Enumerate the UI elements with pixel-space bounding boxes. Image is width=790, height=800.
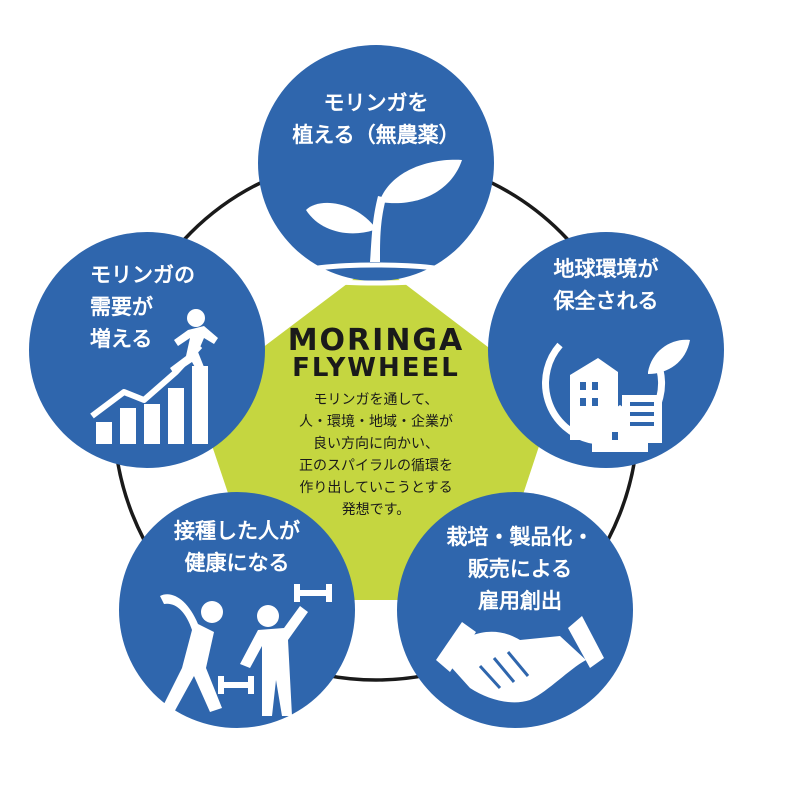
center-body-line: 作り出していこうとする (299, 480, 452, 496)
node-demand: モリンガの 需要が 増える (29, 232, 265, 468)
node-industry-label-line2: 販売による (468, 557, 572, 581)
node-health-label-line2: 健康になる (185, 551, 290, 575)
center-body-line: 良い方向に向かい、 (313, 436, 439, 452)
center-body-line: 人・環境・地域・企業が (299, 413, 453, 430)
node-environment-label-line1: 地球環境が (554, 257, 659, 281)
exercise-icon (160, 584, 332, 716)
node-plant: モリンガを 植える（無農薬） (258, 45, 494, 286)
node-health-label-line1: 接種した人が (174, 519, 300, 543)
handshake-icon (436, 616, 604, 703)
growth-chart-icon (90, 309, 218, 444)
node-plant-label-line2: 植える（無農薬） (292, 123, 459, 147)
center-body-line: 正のスパイラルの循環を (299, 458, 453, 474)
center-body-line: モリンガを通して、 (314, 392, 439, 408)
node-industry-label-line3: 雇用創出 (478, 589, 562, 613)
center-body-line: 発想です。 (342, 502, 411, 518)
center-title-line1: MORINGA (288, 323, 465, 358)
node-industry-label-line1: 栽培・製品化・ (447, 525, 594, 549)
node-demand-label-line2: 需要が (90, 295, 153, 319)
sprout-icon (295, 159, 462, 286)
node-demand-label-line3: 増える (90, 327, 152, 351)
node-health: 接種した人が 健康になる (119, 492, 355, 728)
node-industry: 栽培・製品化・ 販売による 雇用創出 (397, 492, 633, 728)
center-title-line2: FLYWHEEL (292, 353, 460, 383)
city-leaf-icon (542, 339, 690, 452)
node-environment: 地球環境が 保全される (488, 232, 724, 468)
node-demand-label-line1: モリンガの (90, 263, 195, 287)
node-plant-label-line1: モリンガを (324, 91, 429, 115)
node-environment-label-line2: 保全される (553, 289, 659, 313)
